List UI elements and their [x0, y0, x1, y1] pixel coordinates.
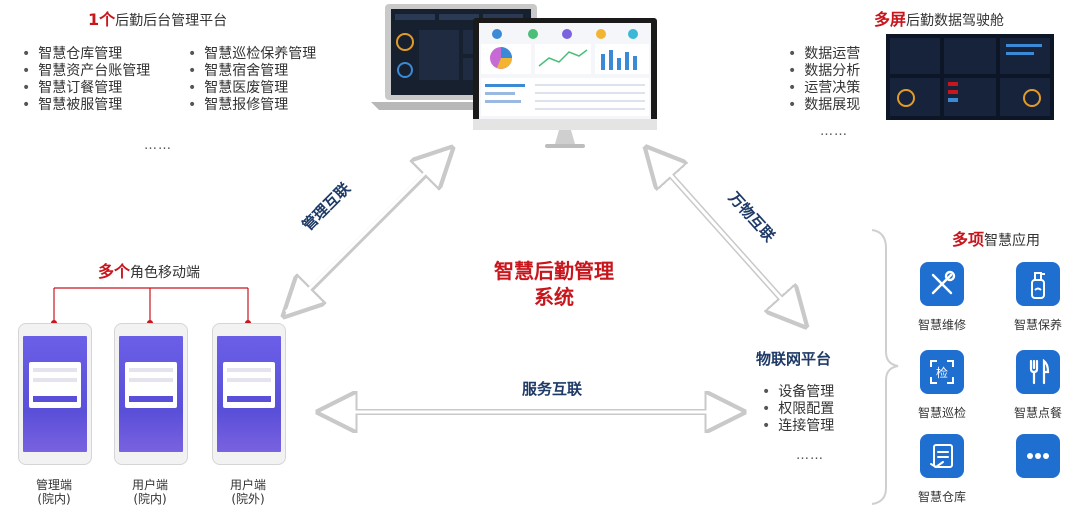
bottle-icon	[1031, 272, 1045, 299]
phone-label-line: (院内)	[37, 492, 71, 506]
cockpit-screen-image	[886, 34, 1054, 120]
more-dots-icon	[1027, 453, 1049, 459]
app-tile-more[interactable]	[1016, 434, 1060, 478]
phone-label-line: 用户端	[131, 478, 168, 492]
list-item: 智慧资产台账管理	[22, 63, 150, 80]
phone-label-user-outside: 用户端 (院外)	[208, 478, 288, 506]
app-tile-repair[interactable]	[920, 262, 964, 306]
backend-list-col1: 智慧仓库管理 智慧资产台账管理 智慧订餐管理 智慧被服管理	[22, 46, 150, 114]
center-title-line2: 系统	[534, 285, 574, 309]
wrench-screwdriver-icon	[931, 270, 956, 295]
apps-header: 多项智慧应用	[952, 226, 1040, 250]
list-item: 智慧仓库管理	[22, 46, 150, 63]
apps-highlight: 多项	[952, 230, 985, 249]
app-label: 智慧仓库	[917, 490, 966, 504]
list-item: 连接管理	[762, 418, 834, 435]
app-tile-ordering[interactable]	[1016, 350, 1060, 394]
app-label: 智慧巡检	[917, 406, 966, 420]
app-label: 智慧保养	[1013, 318, 1062, 332]
list-item: 数据展现	[788, 97, 860, 114]
backend-header: 1个后勤后台管理平台	[88, 6, 227, 30]
list-item: 智慧订餐管理	[22, 80, 150, 97]
backend-more: ……	[144, 138, 172, 153]
app-label: 智慧维修	[917, 318, 966, 332]
list-item: 设备管理	[762, 384, 834, 401]
cockpit-header: 多屏后勤数据驾驶舱	[874, 6, 1004, 30]
backend-title: 后勤后台管理平台	[115, 13, 228, 29]
app-tile-maintenance[interactable]	[1016, 262, 1060, 306]
list-item: 智慧宿舍管理	[188, 63, 316, 80]
service-link-label: 服务互联	[522, 380, 583, 398]
center-title: 智慧后勤管理 系统	[472, 258, 636, 310]
apps-brace	[871, 229, 899, 505]
backend-list-col2: 智慧巡检保养管理 智慧宿舍管理 智慧医废管理 智慧报修管理	[188, 46, 316, 114]
svg-text:检: 检	[936, 365, 948, 380]
backend-highlight: 1个	[88, 10, 116, 29]
phone-label-admin: 管理端 (院内)	[14, 478, 94, 506]
phone-user-inside	[114, 323, 188, 465]
phone-user-outside	[212, 323, 286, 465]
devices-illustration	[371, 4, 657, 148]
iot-platform-title: 物联网平台	[756, 350, 832, 368]
warehouse-clipboard-icon	[930, 444, 953, 469]
mobile-highlight: 多个	[98, 262, 131, 281]
center-title-line1: 智慧后勤管理	[494, 259, 614, 283]
phone-admin	[18, 323, 92, 465]
mobile-connector	[53, 287, 249, 322]
cutlery-icon	[1029, 358, 1050, 385]
list-item: 智慧巡检保养管理	[188, 46, 316, 63]
list-item: 智慧被服管理	[22, 97, 150, 114]
cockpit-list: 数据运营 数据分析 运营决策 数据展现	[788, 46, 860, 114]
app-tile-warehouse[interactable]	[920, 434, 964, 478]
app-tile-inspection[interactable]: 检	[920, 350, 964, 394]
inspection-scan-icon: 检	[930, 360, 954, 384]
phone-label-line: (院内)	[133, 492, 167, 506]
management-arrow-inner	[284, 150, 448, 314]
iot-platform-list: 设备管理 权限配置 连接管理	[762, 384, 834, 435]
phone-label-line: 管理端	[35, 478, 72, 492]
iot-arrow-inner	[648, 151, 804, 323]
monitor-image	[473, 18, 657, 148]
list-item: 数据分析	[788, 63, 860, 80]
cockpit-highlight: 多屏	[874, 10, 907, 29]
list-item: 智慧医废管理	[188, 80, 316, 97]
apps-title: 智慧应用	[984, 233, 1041, 249]
phone-label-line: 用户端	[229, 478, 266, 492]
list-item: 数据运营	[788, 46, 860, 63]
list-item: 权限配置	[762, 401, 834, 418]
app-label: 智慧点餐	[1013, 406, 1062, 420]
cockpit-more: ……	[820, 124, 848, 139]
mobile-title: 角色移动端	[130, 265, 201, 281]
cockpit-title: 后勤数据驾驶舱	[906, 13, 1005, 29]
iot-platform-more: ……	[796, 448, 824, 463]
list-item: 运营决策	[788, 80, 860, 97]
mobile-header: 多个角色移动端	[98, 258, 200, 282]
phone-label-line: (院外)	[231, 492, 265, 506]
phone-label-user-inside: 用户端 (院内)	[110, 478, 190, 506]
list-item: 智慧报修管理	[188, 97, 316, 114]
